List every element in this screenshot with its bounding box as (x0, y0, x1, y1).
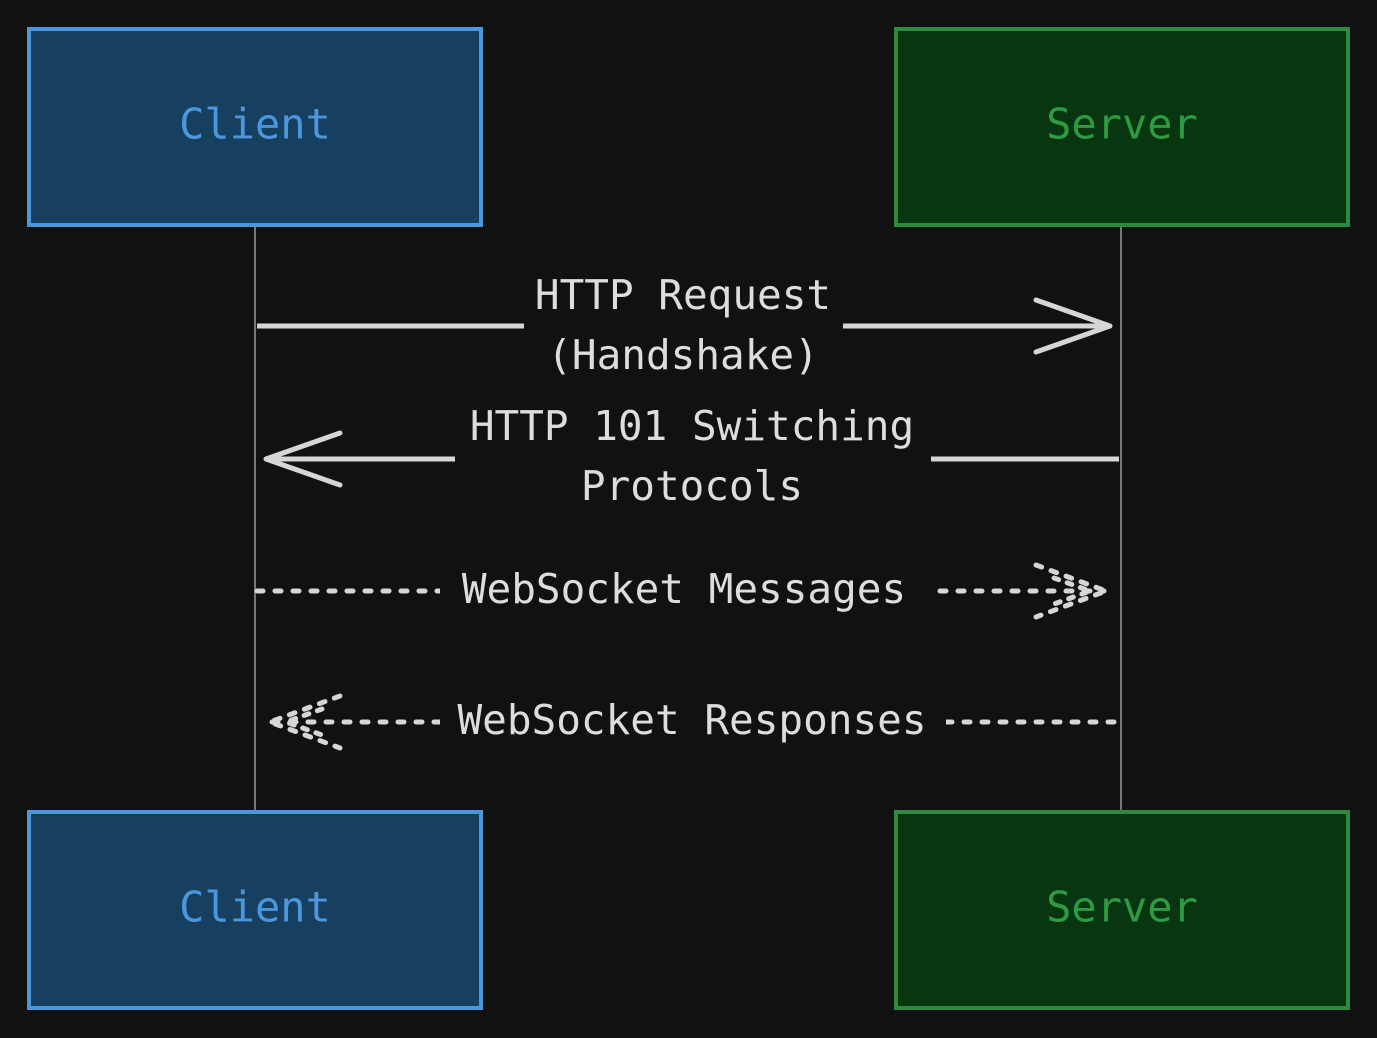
client-actor-top: Client (27, 27, 483, 227)
message-http-101-label-line2: Protocols (581, 462, 803, 510)
server-actor-top-label: Server (1046, 100, 1198, 149)
client-actor-top-box (27, 27, 483, 227)
message-websocket-responses-label: WebSocket Responses (458, 696, 927, 744)
client-actor-bottom: Client (27, 810, 483, 1010)
message-http-101-label-bg (455, 398, 931, 514)
dotted-arrowhead-right-inner-icon (1051, 575, 1093, 607)
arrowhead-left-icon (263, 430, 343, 488)
message-http-request-label-line1: HTTP Request (535, 271, 831, 319)
client-actor-bottom-box (27, 810, 483, 1010)
message-http-request-label-bg (524, 266, 843, 382)
server-actor-top-box (894, 27, 1350, 227)
message-websocket-messages-label: WebSocket Messages (462, 565, 906, 613)
dotted-arrowhead-left-inner-icon (283, 706, 325, 738)
message-websocket-responses-label-bg (440, 692, 946, 752)
server-actor-bottom: Server (894, 810, 1350, 1010)
message-websocket-messages-label-bg (440, 560, 934, 620)
message-http-101-label-line1: HTTP 101 Switching (470, 402, 914, 450)
message-http-101: HTTP 101 Switching Protocols (263, 398, 1119, 514)
server-actor-bottom-box (894, 810, 1350, 1010)
message-websocket-responses: WebSocket Responses (267, 692, 1122, 752)
message-http-request-label-line2: (Handshake) (547, 331, 819, 379)
client-actor-bottom-label: Client (179, 883, 331, 932)
arrowhead-right-icon (1033, 297, 1113, 355)
server-actor-bottom-label: Server (1046, 883, 1198, 932)
message-http-request: HTTP Request (Handshake) (257, 266, 1113, 382)
server-actor-top: Server (894, 27, 1350, 227)
message-websocket-messages: WebSocket Messages (254, 560, 1109, 620)
client-actor-top-label: Client (179, 100, 331, 149)
